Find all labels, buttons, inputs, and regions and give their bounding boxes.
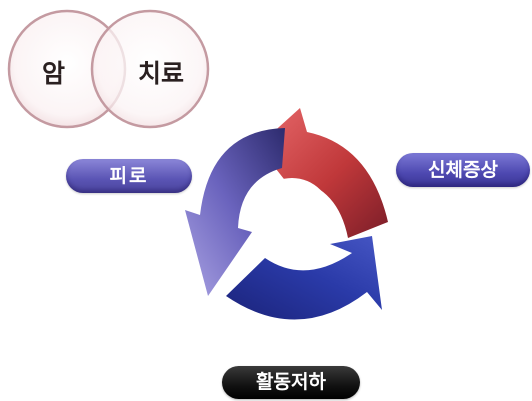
cycle-diagram [185, 108, 388, 320]
cycle-arrow-red [258, 108, 388, 238]
venn-label-treatment: 치료 [138, 59, 185, 88]
physical-symptoms-label: 신체증상 [396, 153, 530, 187]
reduced-activity-label: 활동저하 [222, 366, 360, 399]
fatigue-label: 피로 [66, 159, 192, 193]
venn-circle-treatment [90, 9, 210, 129]
cycle-arrow-violet [185, 128, 285, 296]
venn-label-cancer: 암 [42, 59, 66, 88]
cycle-arrow-blue [226, 236, 382, 320]
cycle-center [252, 178, 332, 258]
